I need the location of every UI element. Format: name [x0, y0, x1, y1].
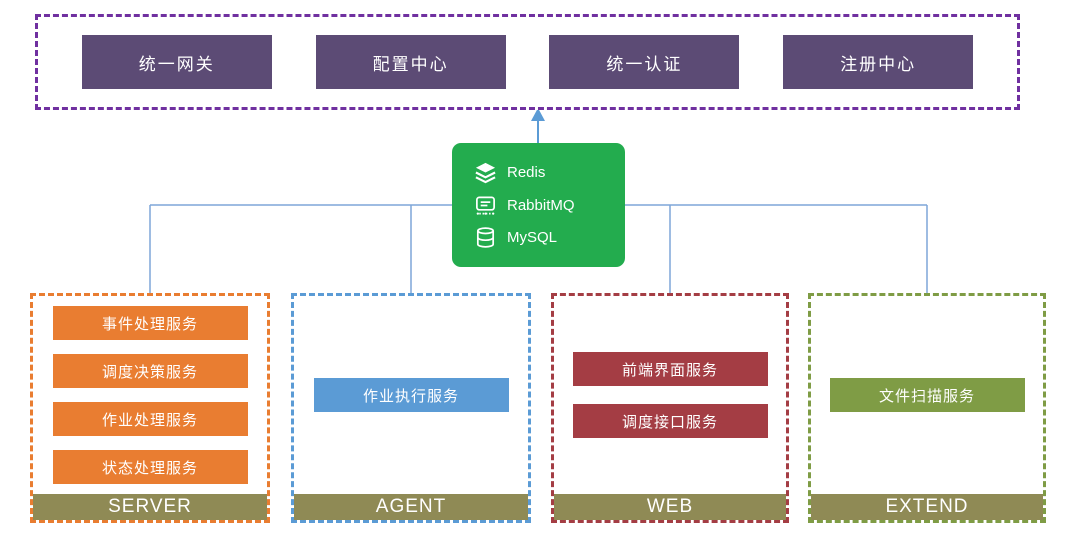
group-extend-content: 文件扫描服务 [811, 296, 1043, 494]
mysql-label: MySQL [507, 229, 558, 247]
service-event-processing: 事件处理服务 [52, 306, 248, 340]
rabbitmq-row: RabbitMQ [474, 194, 617, 217]
service-schedule-api: 调度接口服务 [572, 404, 768, 438]
rabbitmq-label: RabbitMQ [507, 196, 575, 214]
service-job-execution: 作业执行服务 [313, 378, 509, 412]
service-label: 前端界面服务 [621, 361, 718, 379]
service-label: 状态处理服务 [101, 459, 198, 477]
group-web-bar: WEB [554, 494, 786, 520]
group-server-label: SERVER [108, 496, 192, 517]
service-job-processing: 作业处理服务 [52, 402, 248, 436]
group-web: 前端界面服务 调度接口服务 WEB [551, 293, 789, 523]
group-agent-label: AGENT [375, 496, 447, 517]
service-status-processing: 状态处理服务 [52, 450, 248, 484]
service-schedule-decision: 调度决策服务 [52, 354, 248, 388]
service-frontend-ui: 前端界面服务 [572, 352, 768, 386]
mysql-database-icon [474, 226, 497, 249]
redis-label: Redis [507, 163, 546, 181]
config-center-box: 配置中心 [315, 35, 506, 89]
gateway-label: 统一网关 [138, 54, 215, 74]
redis-icon [474, 161, 497, 184]
group-agent: 作业执行服务 AGENT [291, 293, 531, 523]
service-label: 作业处理服务 [101, 411, 198, 429]
service-label: 文件扫描服务 [878, 387, 975, 405]
group-agent-bar: AGENT [294, 494, 528, 520]
group-web-content: 前端界面服务 调度接口服务 [554, 296, 786, 494]
group-extend-label: EXTEND [885, 496, 969, 517]
group-agent-content: 作业执行服务 [294, 296, 528, 494]
group-server-content: 事件处理服务 调度决策服务 作业处理服务 状态处理服务 [33, 296, 267, 494]
service-label: 调度决策服务 [101, 363, 198, 381]
group-server-bar: SERVER [33, 494, 267, 520]
registry-label: 注册中心 [840, 54, 917, 74]
middleware-box: Redis RabbitMQ [452, 143, 625, 267]
up-arrow [531, 108, 545, 143]
service-label: 调度接口服务 [621, 413, 718, 431]
group-server: 事件处理服务 调度决策服务 作业处理服务 状态处理服务 SERVER [30, 293, 270, 523]
registry-box: 注册中心 [783, 35, 974, 89]
redis-row: Redis [474, 161, 617, 184]
platform-panel: 统一网关 配置中心 统一认证 注册中心 [35, 14, 1020, 110]
rabbitmq-icon [474, 194, 497, 217]
service-file-scan: 文件扫描服务 [829, 378, 1025, 412]
group-extend: 文件扫描服务 EXTEND [808, 293, 1046, 523]
gateway-box: 统一网关 [81, 35, 272, 89]
group-web-label: WEB [646, 496, 694, 517]
config-center-label: 配置中心 [372, 54, 449, 74]
group-extend-bar: EXTEND [811, 494, 1043, 520]
service-label: 事件处理服务 [101, 315, 198, 333]
mysql-row: MySQL [474, 226, 617, 249]
auth-box: 统一认证 [549, 35, 740, 89]
auth-label: 统一认证 [606, 54, 683, 74]
branch-lines [149, 204, 928, 293]
service-label: 作业执行服务 [362, 387, 459, 405]
